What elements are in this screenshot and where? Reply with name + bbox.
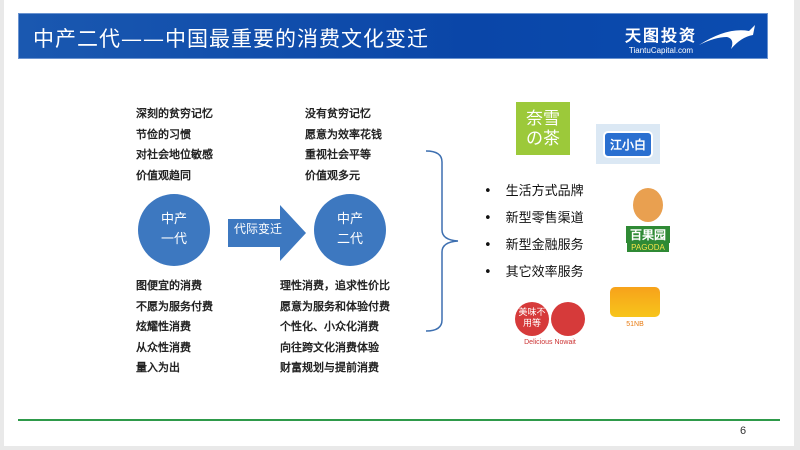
logo-text: 百果园 (625, 226, 670, 243)
list-item: 个性化、小众化消费 (280, 320, 379, 333)
bullet-item: 新型零售渠道 (484, 205, 584, 232)
gen1-circle: 中产 一代 (138, 194, 210, 266)
list-item: 节俭的习惯 (136, 127, 191, 141)
gen2-values-list: 没有贫穷记忆 愿意为效率花钱 重视社会平等 价值观多元 (305, 104, 382, 186)
brace-icon (425, 150, 459, 332)
list-item: 价值观趋同 (136, 168, 191, 182)
list-item: 深刻的贫穷记忆 (136, 107, 213, 120)
monkey-mascot-icon (633, 188, 663, 222)
circle-label: 一代 (160, 232, 187, 247)
bullet-item: 新型金融服务 (484, 232, 584, 259)
gen2-circle: 中产 二代 (314, 194, 386, 266)
card-logo: 51NB (608, 282, 662, 332)
swallow-logo-icon (699, 25, 755, 49)
list-item: 理性消费，追求性价比 (280, 279, 390, 292)
page-number: 6 (740, 425, 747, 437)
bullet-item: 其它效率服务 (484, 259, 584, 286)
list-item: 财富规划与提前消费 (280, 361, 379, 374)
slide-title: 中产二代——中国最重要的消费文化变迁 (33, 27, 429, 51)
logo-text: 江小白 (602, 130, 653, 158)
circle-label: 中产 (336, 212, 363, 227)
slide: 中产二代——中国最重要的消费文化变迁 天图投资 TiantuCapital.co… (4, 0, 794, 446)
pagoda-logo: 百果园 PAGODA (622, 185, 674, 255)
list-item: 没有贫穷记忆 (305, 107, 371, 120)
list-item: 向往跨文化消费体验 (280, 340, 379, 354)
circle-label: 二代 (336, 232, 363, 247)
brand-name: 天图投资 (624, 26, 697, 45)
bullet-list: 生活方式品牌 新型零售渠道 新型金融服务 其它效率服务 (484, 178, 584, 286)
list-item: 从众性消费 (136, 340, 191, 354)
list-item: 重视社会平等 (305, 148, 371, 161)
list-item: 愿意为效率花钱 (305, 127, 382, 141)
list-item: 愿意为服务和体验付费 (280, 299, 390, 313)
gen1-consumption-list: 图便宜的消费 不愿为服务付费 炫耀性消费 从众性消费 量入为出 (136, 276, 213, 379)
list-item: 量入为出 (136, 361, 180, 374)
logo-text: Delicious Nowait (524, 339, 576, 346)
list-item: 价值观多元 (305, 168, 360, 182)
right-arrow-icon (228, 205, 306, 261)
list-item: 对社会地位敏感 (136, 148, 213, 161)
jiangxiaobai-logo: 江小白 (596, 124, 660, 164)
transition-label: 代际变迁 (234, 222, 283, 236)
header-bar: 中产二代——中国最重要的消费文化变迁 天图投资 TiantuCapital.co… (18, 13, 768, 59)
logo-text: 美味不用等 (515, 302, 549, 336)
brand-logo: 天图投资 TiantuCapital.com (625, 22, 697, 55)
naixue-logo: 奈雪の茶 (516, 102, 570, 155)
circle-label: 中产 (160, 212, 187, 227)
list-item: 图便宜的消费 (136, 279, 202, 292)
brand-url: TiantuCapital.com (628, 46, 694, 55)
bullet-item: 生活方式品牌 (484, 178, 584, 205)
footer-line (18, 419, 780, 421)
nowait-logo: 美味不用等 Delicious Nowait (510, 296, 590, 352)
logo-text: PAGODA (627, 243, 669, 252)
check-icon (551, 302, 585, 336)
gen2-consumption-list: 理性消费，追求性价比 愿意为服务和体验付费 个性化、小众化消费 向往跨文化消费体… (280, 276, 390, 379)
gen1-values-list: 深刻的贫穷记忆 节俭的习惯 对社会地位敏感 价值观趋同 (136, 104, 213, 186)
list-item: 不愿为服务付费 (136, 299, 213, 313)
card-icon (610, 286, 660, 317)
list-item: 炫耀性消费 (136, 320, 191, 333)
logo-text: 51NB (626, 320, 644, 328)
